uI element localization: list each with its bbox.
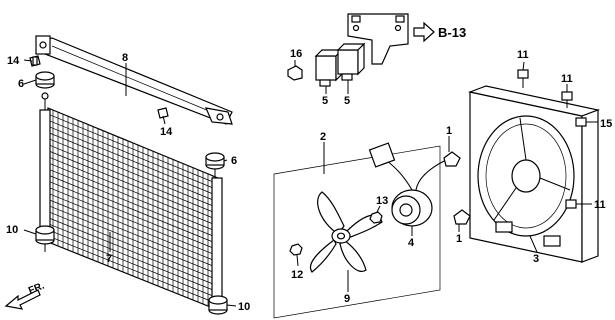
- relay-5-right: [336, 42, 366, 81]
- nut-13: [369, 211, 383, 224]
- callout-11-top: 11: [517, 49, 529, 61]
- callout-6-lower: 6: [231, 155, 237, 167]
- callout-7: 7: [106, 253, 112, 265]
- condenser-tube: [47, 138, 219, 209]
- leader-lines: [23, 59, 598, 307]
- mount-cushion-6-lower: [205, 152, 225, 170]
- condenser-tube: [47, 192, 219, 263]
- mount-cushion-6-upper: [35, 71, 55, 89]
- callout-8: 8: [122, 52, 128, 64]
- front-direction-label: FR.: [27, 280, 46, 296]
- condenser-tube: [47, 199, 219, 269]
- callout-13: 13: [376, 195, 388, 207]
- callout-1-upper: 1: [446, 125, 452, 137]
- callout-10-left: 10: [6, 224, 18, 236]
- condenser-tube: [47, 186, 219, 257]
- front-direction-arrow: FR.: [4, 280, 46, 310]
- condenser-tube: [47, 217, 219, 287]
- bolt-14-lower: [157, 107, 169, 119]
- condenser-tube: [47, 162, 219, 233]
- clip-1-upper: [443, 151, 461, 167]
- callout-5-right: 5: [344, 95, 350, 107]
- condenser-tube: [47, 150, 219, 221]
- callout-6-upper: 6: [18, 78, 24, 90]
- bolt-11-lower: [565, 199, 590, 209]
- callout-14-lower: 14: [160, 126, 173, 138]
- bolt-11-top: [517, 69, 529, 88]
- condenser: [39, 92, 223, 311]
- condenser-tube: [47, 132, 219, 203]
- callout-9: 9: [344, 293, 350, 305]
- reference-label: B-13: [438, 25, 466, 40]
- condenser-tube: [47, 113, 219, 185]
- callout-16: 16: [290, 48, 302, 60]
- mount-cushion-10-left: [35, 225, 55, 245]
- condenser-tube: [47, 223, 219, 293]
- condenser-tube: [47, 168, 219, 239]
- mount-cushion-10-right: [208, 295, 228, 315]
- bolt-14-left: [29, 55, 41, 67]
- fan-motor: [368, 142, 447, 227]
- fan-shroud: [467, 85, 601, 263]
- condenser-tube: [47, 229, 219, 299]
- condenser-tube: [47, 156, 219, 227]
- relay-bracket: [347, 13, 409, 65]
- clip-1-lower: [453, 209, 471, 225]
- callout-10-right: 10: [238, 301, 250, 313]
- callout-11-lower: 11: [594, 199, 606, 211]
- condenser-tube: [47, 205, 219, 275]
- condenser-tube: [47, 119, 219, 191]
- callout-labels: 8 14 6 14 6 7 10 10 16 5 5 2 1 1 4 13 12…: [6, 48, 612, 313]
- callout-12: 12: [291, 269, 303, 281]
- fan-blade: [309, 191, 383, 273]
- reference-arrow: B-13: [413, 21, 466, 43]
- nut-12: [289, 243, 303, 256]
- clip-16: [287, 65, 303, 81]
- condenser-tube: [47, 211, 219, 281]
- callout-14-left: 14: [7, 55, 20, 67]
- condenser-tube: [47, 144, 219, 215]
- callout-15: 15: [600, 118, 612, 130]
- condenser-mount-bar: [35, 35, 233, 125]
- callout-1-lower: 1: [456, 233, 462, 245]
- callout-4: 4: [408, 237, 415, 249]
- callout-11-right: 11: [561, 73, 573, 85]
- callout-5-left: 5: [322, 95, 328, 107]
- condenser-tube: [47, 235, 219, 305]
- condenser-tube: [47, 174, 219, 245]
- condenser-tube: [47, 180, 219, 251]
- condenser-tube: [47, 125, 219, 197]
- callout-3: 3: [533, 253, 539, 265]
- callout-2: 2: [320, 131, 326, 143]
